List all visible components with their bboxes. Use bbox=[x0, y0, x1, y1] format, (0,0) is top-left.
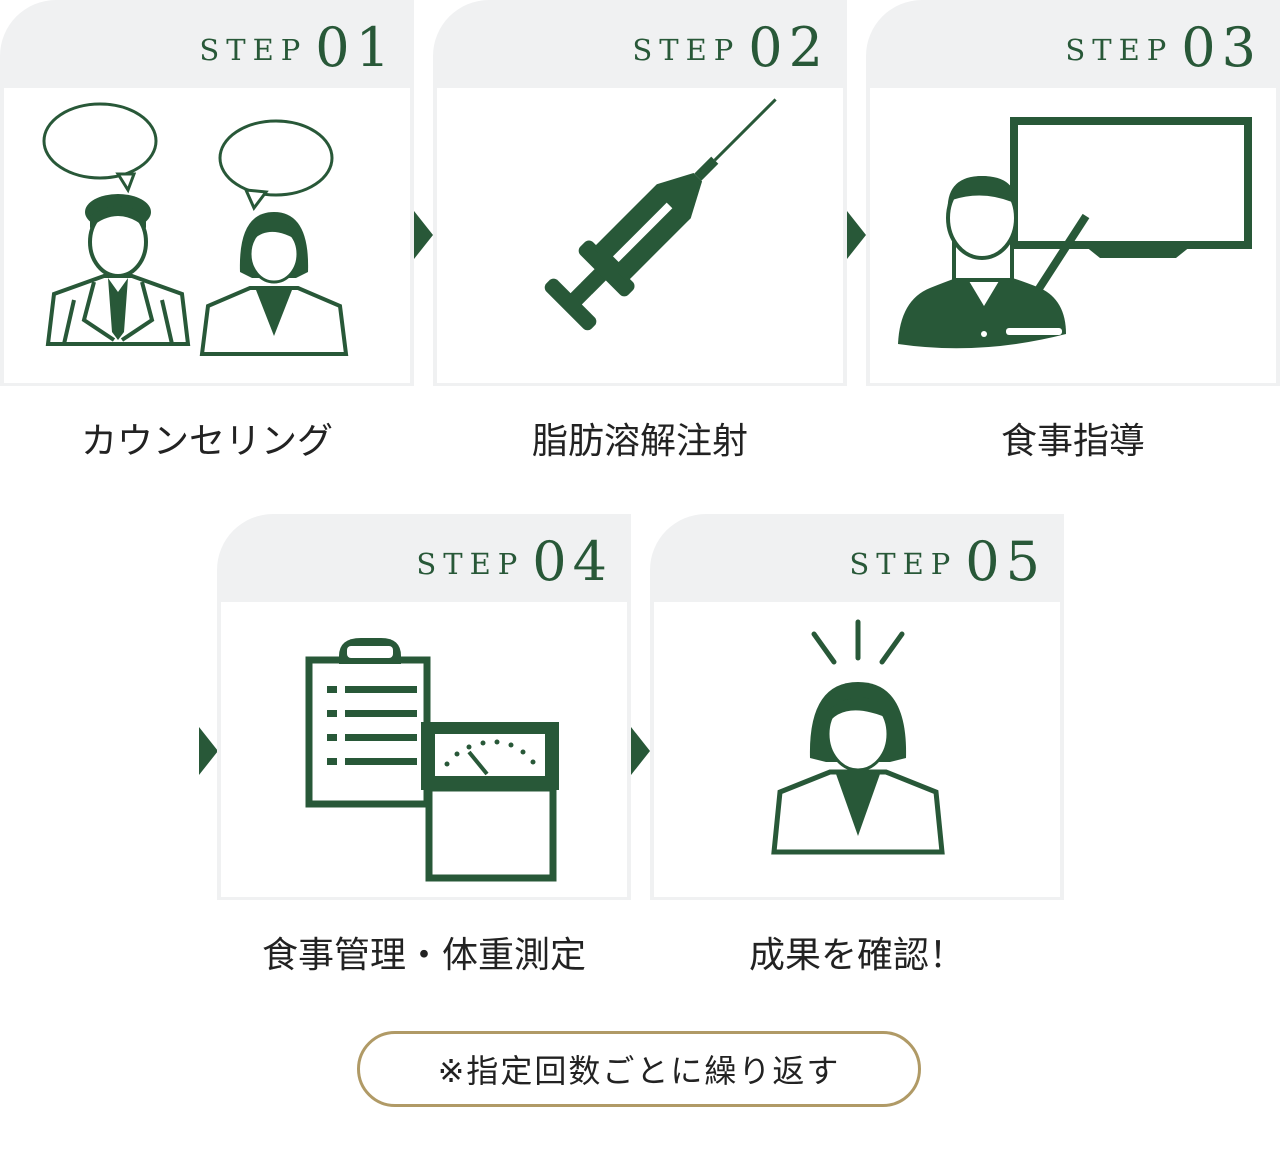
arrow-right-icon bbox=[631, 727, 650, 775]
step-word: STEP bbox=[416, 547, 525, 581]
step-image bbox=[4, 88, 410, 383]
surprised-woman-icon bbox=[771, 619, 945, 855]
step-word: STEP bbox=[632, 33, 741, 67]
step-label: 食事指導 bbox=[1000, 421, 1145, 462]
step-image bbox=[221, 602, 627, 897]
step-number: 04 bbox=[532, 530, 613, 593]
step-number: 03 bbox=[1181, 16, 1262, 79]
counseling-icon bbox=[42, 102, 349, 356]
arrow-right-icon bbox=[199, 727, 218, 775]
step-label: 成果を確認！ bbox=[748, 935, 965, 976]
step-image bbox=[870, 88, 1276, 383]
repeat-note-text: ※指定回数ごとに繰り返す bbox=[437, 1052, 841, 1090]
step-word: STEP bbox=[199, 33, 308, 67]
instructor-icon bbox=[898, 117, 1252, 349]
arrow-right-icon bbox=[847, 211, 866, 259]
step-number: 05 bbox=[965, 530, 1046, 593]
step-word: STEP bbox=[1065, 33, 1174, 67]
step-word: STEP bbox=[849, 547, 958, 581]
step-label: 脂肪溶解注射 bbox=[531, 421, 748, 462]
clipboard-scale-icon bbox=[305, 638, 559, 882]
step-number: 01 bbox=[315, 16, 396, 79]
repeat-note: ※指定回数ごとに繰り返す bbox=[357, 1031, 921, 1107]
syringe-icon bbox=[544, 98, 777, 331]
step-label: 食事管理・体重測定 bbox=[261, 935, 586, 976]
step-label: カウンセリング bbox=[80, 421, 333, 462]
step-number: 02 bbox=[748, 16, 829, 79]
step-image bbox=[437, 88, 843, 383]
arrow-right-icon bbox=[414, 211, 433, 259]
step-image bbox=[654, 602, 1060, 897]
